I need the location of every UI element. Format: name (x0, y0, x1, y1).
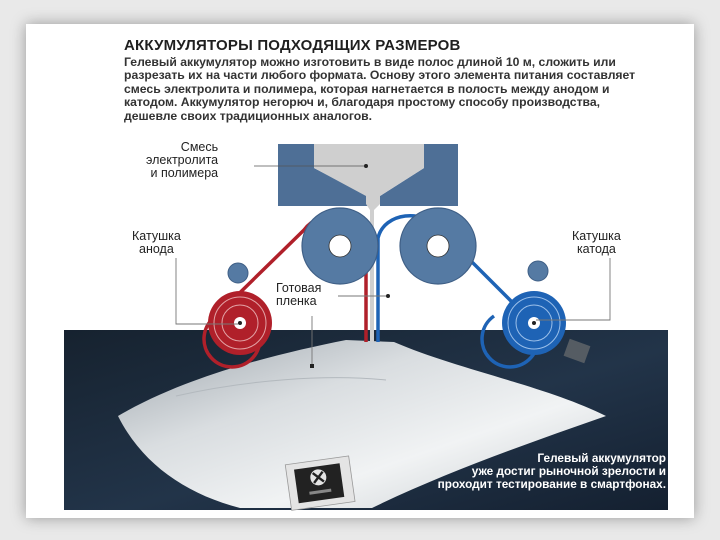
gel-mixture (314, 144, 424, 342)
anode-leader (175, 258, 238, 325)
page-title: АККУМУЛЯТОРЫ ПОДХОДЯЩИХ РАЗМЕРОВ (124, 37, 461, 54)
cathode-tension-roller (527, 260, 549, 282)
intro-text: Гелевый аккумулятор можно изготовить в в… (124, 55, 636, 123)
hopper-left (278, 144, 368, 206)
film-label: Готовая пленка (276, 281, 322, 308)
film-sticker (284, 455, 356, 511)
mix-pointer-dot (364, 164, 368, 168)
caption-text: Гелевый аккумулятор уже достиг рыночной … (437, 451, 666, 492)
battery-film-sheet (118, 340, 606, 508)
slide: АККУМУЛЯТОРЫ ПОДХОДЯЩИХ РАЗМЕРОВ Гелевый… (26, 24, 694, 518)
cathode-label: Катушка катода (572, 229, 621, 256)
diagram-illustration (64, 144, 668, 511)
film-leader (311, 295, 388, 366)
mix-label: Смесь электролита и полимера (146, 140, 219, 180)
battery-tab (563, 338, 591, 364)
anode-tension-roller (227, 262, 249, 284)
hopper-right (380, 144, 458, 206)
cathode-leader (536, 258, 611, 321)
anode-label: Катушка анода (132, 229, 181, 256)
battery-film-fold (175, 377, 387, 397)
